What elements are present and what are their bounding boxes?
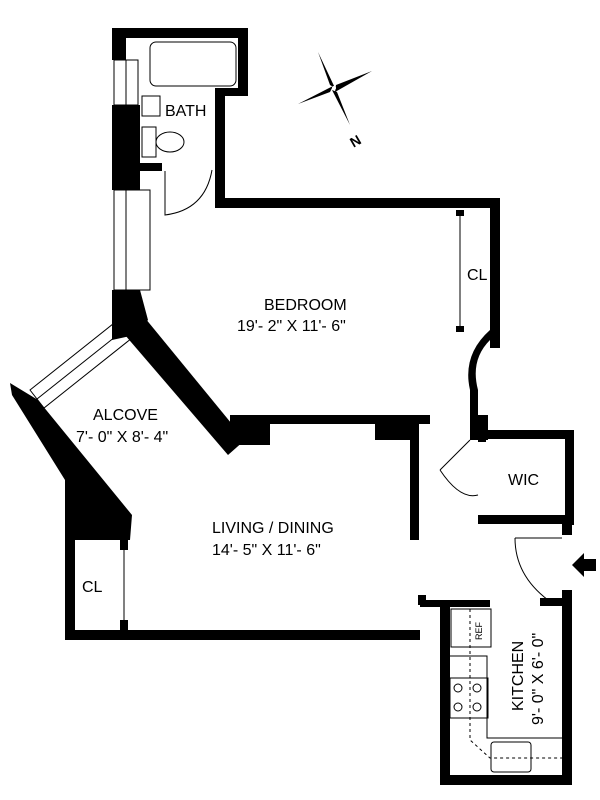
door-swing-icon	[514, 537, 562, 601]
bath-label: BATH	[165, 103, 206, 120]
refrigerator-label: REF	[474, 621, 484, 640]
walls	[10, 28, 574, 785]
windows	[29, 59, 151, 409]
living-closet-label: CL	[82, 579, 103, 596]
bedroom-size: 19'- 2" X 11'- 6"	[237, 318, 346, 335]
alcove-size: 7'- 0" X 8'- 4"	[76, 429, 168, 446]
sink-icon	[490, 741, 532, 773]
bathtub-icon	[149, 41, 237, 87]
kitchen-label: KITCHEN	[510, 641, 527, 711]
door-swing-icon	[439, 439, 479, 497]
door-swing-icon	[164, 169, 213, 216]
alcove-label: ALCOVE	[93, 407, 158, 424]
compass-north-label: N	[347, 132, 364, 151]
bedroom-closet-label: CL	[467, 267, 488, 284]
entry-arrow-icon	[572, 553, 596, 577]
sink-icon	[141, 95, 161, 117]
refrigerator	[450, 608, 492, 648]
living-label: LIVING / DINING	[212, 520, 334, 537]
living-size: 14'- 5" X 11'- 6"	[212, 542, 321, 559]
wic-label: WIC	[508, 472, 539, 489]
bedroom-label: BEDROOM	[264, 297, 347, 314]
compass-icon	[298, 52, 372, 125]
stove-icon	[449, 677, 489, 719]
kitchen-size: 9'- 0" X 6'- 0"	[530, 633, 547, 725]
toilet-icon	[141, 126, 185, 158]
